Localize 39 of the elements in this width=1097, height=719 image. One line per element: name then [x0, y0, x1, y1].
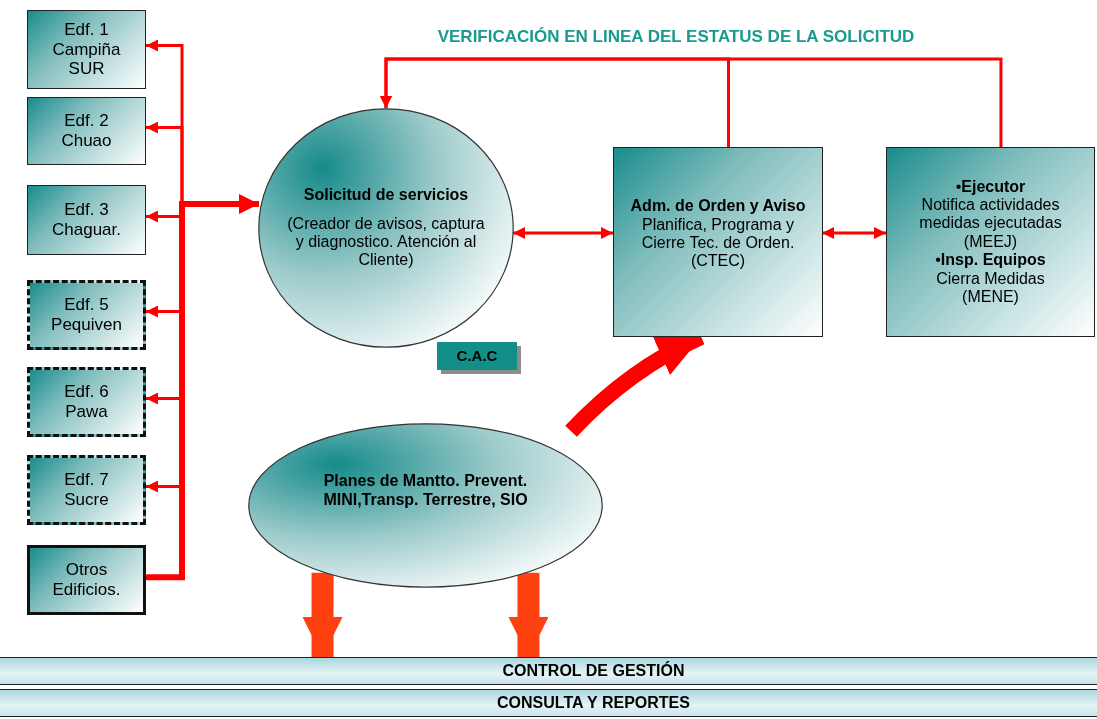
- node-label: Edf. 1 Campiña SUR: [51, 20, 122, 79]
- process-box: [886, 147, 1095, 337]
- section-heading: VERIFICACIÓN EN LINEA DEL ESTATUS DE LA SOLICITUD: [437, 27, 915, 47]
- node-heading: Solicitud de servicios: [303, 186, 469, 205]
- node-label: Edf. 3 Chaguar.: [51, 200, 122, 240]
- process-box: [613, 147, 823, 337]
- status-bar: [0, 689, 1097, 717]
- node-label: CONSULTA Y REPORTES: [497, 693, 690, 713]
- building-box: [27, 280, 146, 350]
- arrow: [513, 227, 613, 239]
- node-description: Notifica actividades medidas ejecutadas (MEEJ): [918, 196, 1063, 252]
- building-box: [27, 10, 146, 89]
- node-label: Edf. 2 Chuao: [60, 111, 113, 151]
- status-bar: [0, 657, 1097, 685]
- block-arrow: [302, 572, 343, 657]
- node-label: Otros Edificios.: [51, 560, 122, 600]
- node-label: C.A.C: [456, 347, 498, 365]
- building-box: [27, 367, 146, 437]
- arrow: [380, 57, 1003, 147]
- plans-ellipse: [248, 423, 603, 588]
- block-arrow: [508, 572, 549, 657]
- building-box: [27, 185, 146, 255]
- arrow: [822, 227, 886, 239]
- node-description: •Insp. Equipos: [935, 251, 1046, 270]
- node-label: Edf. 7 Sucre: [63, 470, 110, 510]
- block-arrow: [146, 194, 259, 581]
- node-description: Cierra Medidas (MENE): [935, 269, 1046, 307]
- node-label: CONTROL DE GESTIÓN: [502, 661, 685, 681]
- building-box: [27, 455, 146, 525]
- node-description: (Creador de avisos, captura y diagnostico. Atención al Cliente): [286, 214, 486, 270]
- node-label: Planes de Mantto. Prevent. MINI,Transp. Terrestre, SIO: [322, 472, 529, 509]
- node-label: Edf. 5 Pequiven: [50, 295, 123, 335]
- node-description: •Ejecutor: [955, 177, 1026, 196]
- building-box: [27, 545, 146, 615]
- node-description: Planifica, Programa y Cierre Tec. de Orden. (CTEC): [640, 215, 796, 271]
- building-box: [27, 97, 146, 165]
- service-request-circle: [258, 108, 514, 348]
- node-heading: Adm. de Orden y Aviso: [630, 197, 806, 216]
- node-label: Edf. 6 Pawa: [63, 382, 110, 422]
